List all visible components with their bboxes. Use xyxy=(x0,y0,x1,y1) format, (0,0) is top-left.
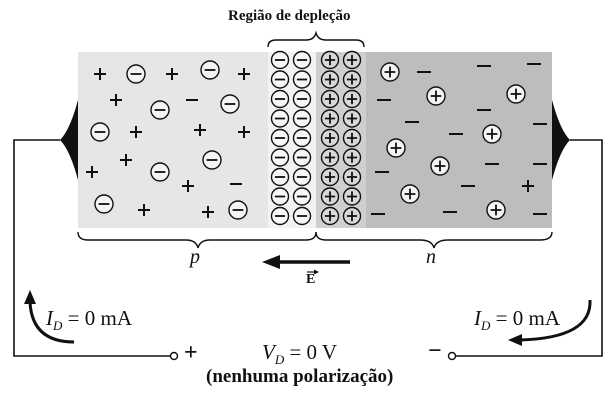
donor-ion-sign xyxy=(404,188,416,200)
p-brace xyxy=(77,231,317,249)
free-hole-plus xyxy=(120,154,132,166)
left-wire xyxy=(13,139,170,357)
depletion-positive-ion-sign xyxy=(324,113,336,124)
current-arrow-left xyxy=(28,301,75,344)
depletion-positive-ion-sign xyxy=(346,74,358,85)
current-arrow-left-head xyxy=(24,290,36,304)
terminal-plus-node xyxy=(169,351,179,361)
terminal-minus-node xyxy=(447,351,457,361)
voltage-label: VD = 0 V xyxy=(262,340,337,368)
free-hole-plus xyxy=(194,124,206,136)
current-label-right: ID = 0 mA xyxy=(474,306,560,334)
current-arrow-right xyxy=(519,299,592,342)
donor-ion-sign xyxy=(390,142,402,154)
current-label-left: ID = 0 mA xyxy=(46,306,132,334)
donor-ion-sign xyxy=(430,90,442,102)
free-hole-plus xyxy=(182,180,194,192)
depletion-positive-ion-sign xyxy=(324,191,336,202)
current-symbol-right: I xyxy=(474,306,481,330)
charge-carriers xyxy=(86,50,547,226)
depletion-positive-ion-sign xyxy=(346,54,358,66)
depletion-positive-ion-sign xyxy=(346,152,358,163)
free-hole-plus xyxy=(110,94,122,106)
depletion-positive-ion-sign xyxy=(324,132,336,144)
current-symbol-left: I xyxy=(46,306,53,330)
voltage-subscript: D xyxy=(274,352,285,368)
depletion-positive-ion-sign xyxy=(324,171,336,183)
field-arrow-head xyxy=(262,255,280,269)
depletion-positive-ion-sign xyxy=(346,132,358,144)
depletion-positive-ion-sign xyxy=(324,74,336,85)
depletion-positive-ion-sign xyxy=(346,93,358,105)
free-hole-plus xyxy=(166,68,178,80)
free-hole-plus xyxy=(86,166,98,178)
free-hole-plus xyxy=(238,68,250,80)
bias-note: (nenhuma polarização) xyxy=(206,366,394,387)
n-brace xyxy=(315,231,553,249)
field-vector-tip xyxy=(314,269,319,275)
depletion-positive-ion-sign xyxy=(324,54,336,66)
depletion-positive-ion-sign xyxy=(346,171,358,183)
current-subscript-right: D xyxy=(481,318,491,334)
free-hole-plus xyxy=(238,126,250,138)
current-arrow-right-head xyxy=(508,334,522,346)
n-region-label: n xyxy=(426,246,436,268)
donor-ion-sign xyxy=(384,66,396,78)
donor-ion-sign xyxy=(510,88,522,100)
terminal-minus-sign: − xyxy=(428,338,442,364)
current-subscript-left: D xyxy=(53,318,63,334)
depletion-bracket xyxy=(267,30,365,48)
free-hole-plus xyxy=(130,126,142,138)
free-hole-plus xyxy=(202,206,214,218)
current-value-left: = 0 mA xyxy=(67,306,132,330)
depletion-region-title: Região de depleção xyxy=(228,8,351,24)
donor-ion-sign xyxy=(434,160,446,172)
right-contact xyxy=(552,100,570,180)
depletion-positive-ion-sign xyxy=(324,210,336,222)
current-value-right: = 0 mA xyxy=(495,306,560,330)
depletion-positive-ion-sign xyxy=(324,152,336,163)
depletion-positive-ion-sign xyxy=(346,113,358,124)
donor-ion-sign xyxy=(486,128,498,140)
left-contact xyxy=(60,100,78,180)
free-hole-plus xyxy=(138,204,150,216)
depletion-positive-ion-sign xyxy=(346,210,358,222)
free-hole-plus xyxy=(94,68,106,80)
free-hole-plus xyxy=(522,180,534,192)
depletion-positive-ion-sign xyxy=(346,191,358,202)
voltage-value: = 0 V xyxy=(289,340,338,364)
right-wire xyxy=(456,139,603,357)
voltage-symbol: V xyxy=(262,340,275,364)
depletion-positive-ion-sign xyxy=(324,93,336,105)
terminal-plus-sign: + xyxy=(184,340,198,366)
electric-field-label: E xyxy=(306,272,316,287)
p-region-label: p xyxy=(190,246,200,268)
donor-ion-sign xyxy=(490,204,502,216)
